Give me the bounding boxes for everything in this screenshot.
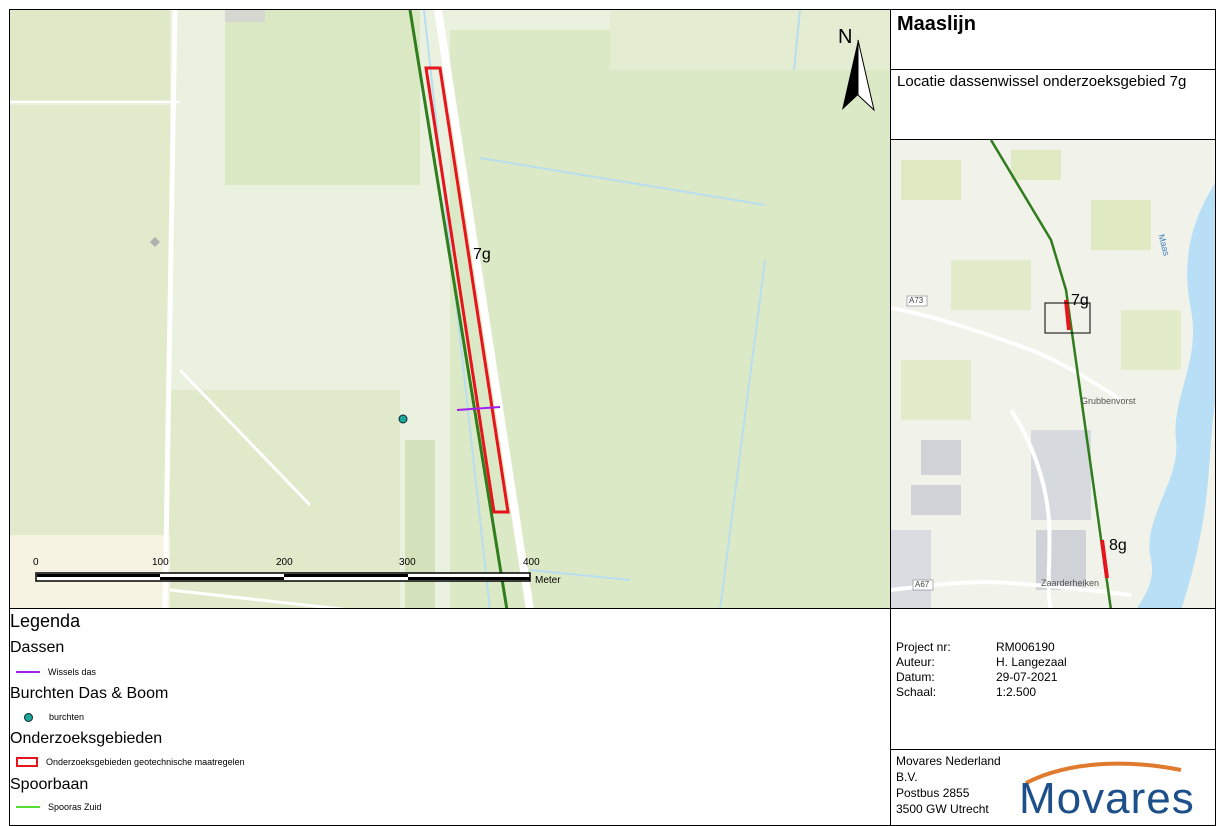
company-postbus: Postbus 2855 — [896, 786, 970, 800]
company-name: Movares Nederland — [896, 754, 1001, 768]
legend-swatch-dot — [24, 712, 33, 722]
scale-tick-0: 0 — [33, 557, 39, 568]
legend-item-burchten: burchten — [16, 712, 84, 722]
title-panel: Maaslijn — [890, 9, 1216, 70]
north-arrow-label: N — [838, 26, 853, 48]
road-a73-label: A73 — [909, 296, 924, 305]
company-city: 3500 GW Utrecht — [896, 802, 989, 816]
badger-crossing — [456, 406, 501, 411]
research-area-7g — [424, 66, 510, 514]
info-row-auteur: Auteur: H. Langezaal — [896, 655, 1067, 669]
info-value: H. Langezaal — [996, 655, 1067, 669]
legend-item-label: Onderzoeksgebieden geotechnische maatreg… — [46, 757, 245, 767]
info-value: 1:2.500 — [996, 685, 1037, 699]
info-label: Schaal: — [896, 685, 937, 699]
legend-item-spooras-zuid: Spooras Zuid — [16, 802, 102, 812]
burrow — [398, 414, 408, 424]
legend-swatch-line — [16, 671, 40, 673]
map-subtitle: Locatie dassenwissel onderzoeksgebied 7g — [897, 73, 1187, 90]
legend-item-label: burchten — [49, 712, 85, 722]
subtitle-panel: Locatie dassenwissel onderzoeksgebied 7g — [890, 69, 1216, 140]
overview-label-7g: 7g — [1071, 292, 1089, 309]
scale-tick-200: 200 — [276, 557, 293, 568]
scale-tick-300: 300 — [399, 557, 416, 568]
legend-item-label: Wissels das — [48, 667, 97, 677]
project-info-panel: Project nr: RM006190 Auteur: H. Langezaa… — [890, 608, 1216, 750]
scale-bar — [35, 572, 531, 582]
legend-item-wissels-das: Wissels das — [16, 667, 96, 677]
scale-tick-400: 400 — [523, 557, 540, 568]
info-value: RM006190 — [996, 640, 1055, 654]
company-name-suffix: B.V. — [896, 770, 918, 784]
road-a67-label: A67 — [915, 580, 930, 589]
info-label: Datum: — [896, 670, 935, 684]
info-label: Auteur: — [896, 655, 935, 669]
logo-swoosh-icon — [1025, 761, 1182, 785]
legend-title: Legenda — [10, 611, 81, 631]
info-row-schaal: Schaal: 1:2.500 — [896, 685, 1036, 699]
legend-swatch-rect — [16, 757, 38, 767]
legend-item-label: Spooras Zuid — [48, 802, 102, 812]
legend-swatch-line — [16, 806, 40, 808]
main-map-canvas — [10, 10, 890, 608]
legend-group-burchten: Burchten Das & Boom — [10, 685, 169, 702]
info-value: 29-07-2021 — [996, 670, 1058, 684]
legend-group-dassen: Dassen — [10, 639, 65, 656]
legend-item-onderzoeksgebieden: Onderzoeksgebieden geotechnische maatreg… — [16, 757, 245, 767]
scale-unit: Meter — [535, 575, 561, 586]
info-row-datum: Datum: 29-07-2021 — [896, 670, 1057, 684]
overview-map[interactable]: 7g 8g Grubbenvorst Zaarderheiken A73 A67… — [890, 139, 1216, 609]
overview-map-canvas — [891, 140, 1215, 608]
main-map[interactable]: N 7g 0 100 200 300 400 Meter — [9, 9, 891, 609]
town-label: Grubbenvorst — [1081, 396, 1136, 406]
map-title: Maaslijn — [897, 13, 976, 35]
legend-panel: Legenda Dassen Wissels das Burchten Das … — [9, 608, 891, 826]
legend-group-onderzoeksgebieden: Onderzoeksgebieden — [10, 730, 163, 747]
company-logo: Movares — [1019, 774, 1195, 823]
legend-group-spoorbaan: Spoorbaan — [10, 776, 89, 793]
info-row-project: Project nr: RM006190 — [896, 640, 1055, 654]
company-panel: Movares Nederland B.V. Postbus 2855 3500… — [890, 749, 1216, 826]
area-label-7g: 7g — [473, 246, 491, 263]
overview-label-8g: 8g — [1109, 537, 1127, 554]
scale-tick-100: 100 — [152, 557, 169, 568]
info-label: Project nr: — [896, 640, 951, 654]
village-label: Zaarderheiken — [1041, 578, 1100, 588]
